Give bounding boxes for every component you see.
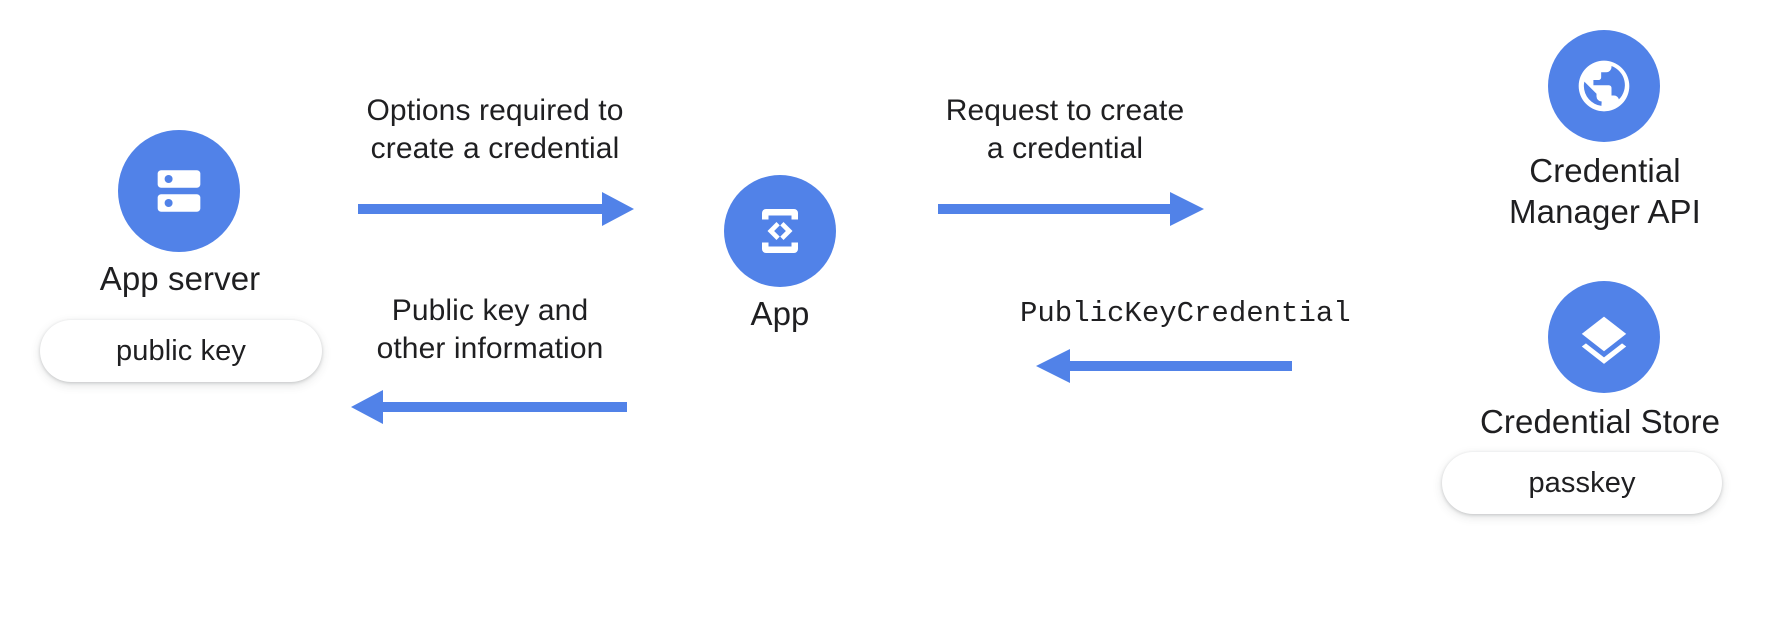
node-app-label: App [750, 295, 810, 332]
code-phone-icon [750, 201, 810, 261]
pill-passkey: passkey [1442, 452, 1722, 514]
layers-icon [1573, 306, 1635, 368]
arrow-label-publickeycredential: PublicKeyCredential [1020, 297, 1351, 330]
arrow-label-request-create: Request to create a credential [945, 94, 1185, 165]
pill-public-key: public key [40, 320, 322, 382]
server-icon-badge [118, 130, 240, 252]
arrow-request-create [920, 189, 1210, 229]
arrow-label-public-key-info: Public key and other information [376, 294, 604, 365]
node-credential-store-label: Credential Store [1479, 403, 1721, 440]
arrow-group-public-key-info: Public key and other information [345, 292, 635, 427]
credential-store-icon-badge [1548, 281, 1660, 393]
node-app-server-label: App server [99, 260, 261, 297]
server-icon [147, 159, 211, 223]
arrow-group-publickeycredential: PublicKeyCredential [1020, 295, 1351, 386]
arrow-group-request-create: Request to create a credential [920, 92, 1210, 229]
credential-manager-api-icon-badge [1548, 30, 1660, 142]
arrow-label-options-required: Options required to create a credential [366, 94, 624, 165]
node-credential-manager-api-label: Credential Manager API [1509, 152, 1701, 230]
globe-icon [1573, 55, 1635, 117]
arrow-public-key-info [345, 387, 635, 427]
arrow-publickeycredential [1020, 346, 1310, 386]
arrow-group-options-required: Options required to create a credential [350, 92, 640, 229]
app-icon-badge [724, 175, 836, 287]
arrow-options-required [350, 189, 640, 229]
